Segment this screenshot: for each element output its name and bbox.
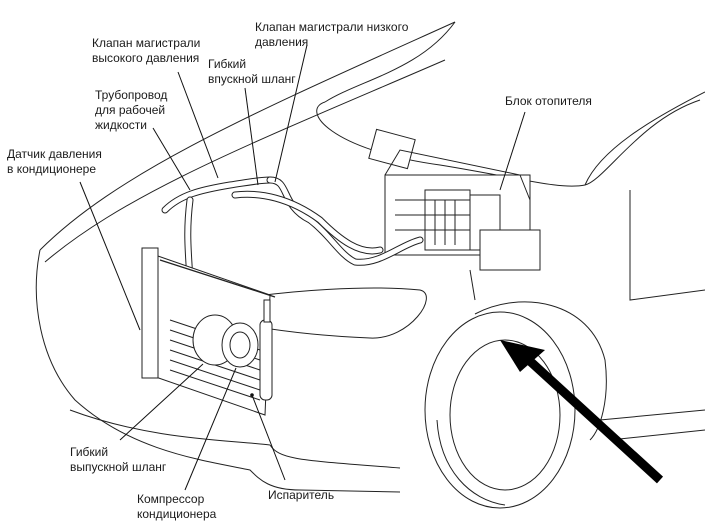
receiver-dryer — [259, 299, 273, 401]
compressor — [192, 314, 259, 368]
label-ac-pressure-sensor: Датчик давления в кондиционере — [7, 147, 102, 176]
label-heater-unit: Блок отопителя — [505, 94, 592, 108]
label-ac-compressor: Компрессор кондиционера — [137, 492, 217, 521]
heater-unit — [368, 128, 541, 301]
label-discharge-hose: Гибкий выпускной шланг — [70, 445, 167, 474]
pointer-arrow[interactable] — [500, 340, 664, 484]
label-suction-hose: Гибкий впускной шланг — [208, 57, 296, 86]
car-body-outline — [35, 21, 705, 493]
bumper-panel — [229, 287, 427, 339]
label-low-pressure-valve: Клапан магистрали низкого давления — [255, 20, 409, 49]
label-high-pressure-valve: Клапан магистрали высокого давления — [92, 36, 201, 65]
label-refrigerant-pipe: Трубопровод для рабочей жидкости — [95, 88, 168, 132]
label-evaporator: Испаритель — [268, 488, 335, 502]
leader-lines — [79, 44, 526, 491]
